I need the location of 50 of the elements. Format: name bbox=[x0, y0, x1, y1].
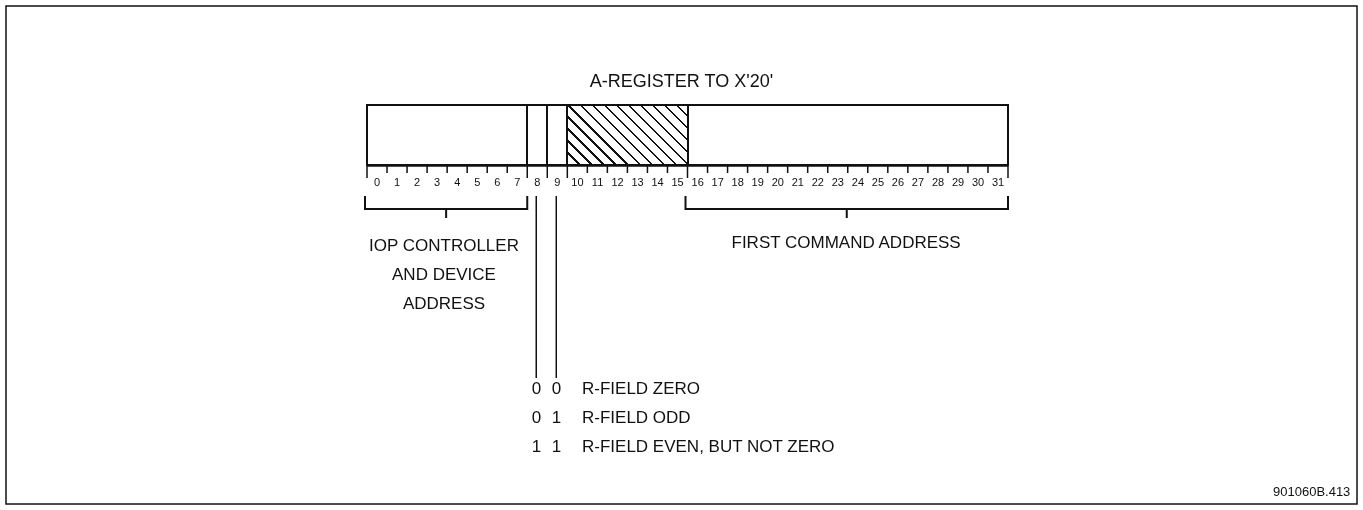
bit-number: 21 bbox=[791, 177, 804, 188]
bit-number: 23 bbox=[831, 177, 844, 188]
bit-number: 1 bbox=[394, 177, 401, 188]
bit-number: 14 bbox=[651, 177, 664, 188]
field-description: FIRST COMMAND ADDRESS bbox=[731, 234, 961, 251]
bit-number: 9 bbox=[554, 177, 561, 188]
bit-number: 31 bbox=[992, 177, 1005, 188]
bit-number: 3 bbox=[434, 177, 441, 188]
bit-number: 16 bbox=[691, 177, 704, 188]
bit-value: 1 bbox=[551, 409, 562, 426]
figure-number: 901060B.413 bbox=[1273, 485, 1351, 498]
bit-number: 29 bbox=[951, 177, 965, 188]
bit-number: 27 bbox=[911, 177, 925, 188]
bit-value: 1 bbox=[551, 438, 562, 455]
bit-number: 11 bbox=[591, 177, 604, 188]
register-field bbox=[546, 104, 569, 166]
bit-number: 4 bbox=[454, 177, 461, 188]
bit-number: 26 bbox=[891, 177, 905, 188]
bit-number: 24 bbox=[851, 177, 864, 188]
bit-number: 20 bbox=[771, 177, 784, 188]
bit-number: 19 bbox=[751, 177, 764, 188]
register-field bbox=[366, 104, 529, 166]
bit-number: 10 bbox=[571, 177, 584, 188]
bit-number: 2 bbox=[414, 177, 421, 188]
register-field bbox=[686, 104, 1009, 166]
bit-number: 30 bbox=[971, 177, 985, 188]
bit-number: 15 bbox=[671, 177, 684, 188]
register-field bbox=[526, 104, 549, 166]
bit-number: 8 bbox=[534, 177, 541, 188]
bit-number: 22 bbox=[811, 177, 824, 188]
bit-number: 17 bbox=[711, 177, 724, 188]
code-meaning: R-FIELD ZERO bbox=[582, 380, 701, 397]
bit-value: 0 bbox=[531, 409, 542, 426]
bit-number: 6 bbox=[494, 177, 501, 188]
bit-value: 1 bbox=[531, 438, 542, 455]
bit-number: 12 bbox=[611, 177, 624, 188]
code-meaning: R-FIELD ODD bbox=[582, 409, 691, 426]
bit-number: 28 bbox=[931, 177, 945, 188]
register-title: A-REGISTER TO X'20' bbox=[589, 71, 774, 91]
bit-value: 0 bbox=[551, 380, 562, 397]
field-description: IOP CONTROLLER AND DEVICE ADDRESS bbox=[368, 235, 520, 315]
bit-number: 0 bbox=[374, 177, 381, 188]
bit-value: 0 bbox=[531, 380, 542, 397]
bit-number: 5 bbox=[474, 177, 481, 188]
bit-number: 18 bbox=[731, 177, 744, 188]
bit-number: 7 bbox=[514, 177, 521, 188]
bit-number: 25 bbox=[871, 177, 885, 188]
bit-number: 13 bbox=[631, 177, 644, 188]
code-meaning: R-FIELD EVEN, BUT NOT ZERO bbox=[582, 438, 835, 455]
reserved-field bbox=[566, 104, 689, 166]
